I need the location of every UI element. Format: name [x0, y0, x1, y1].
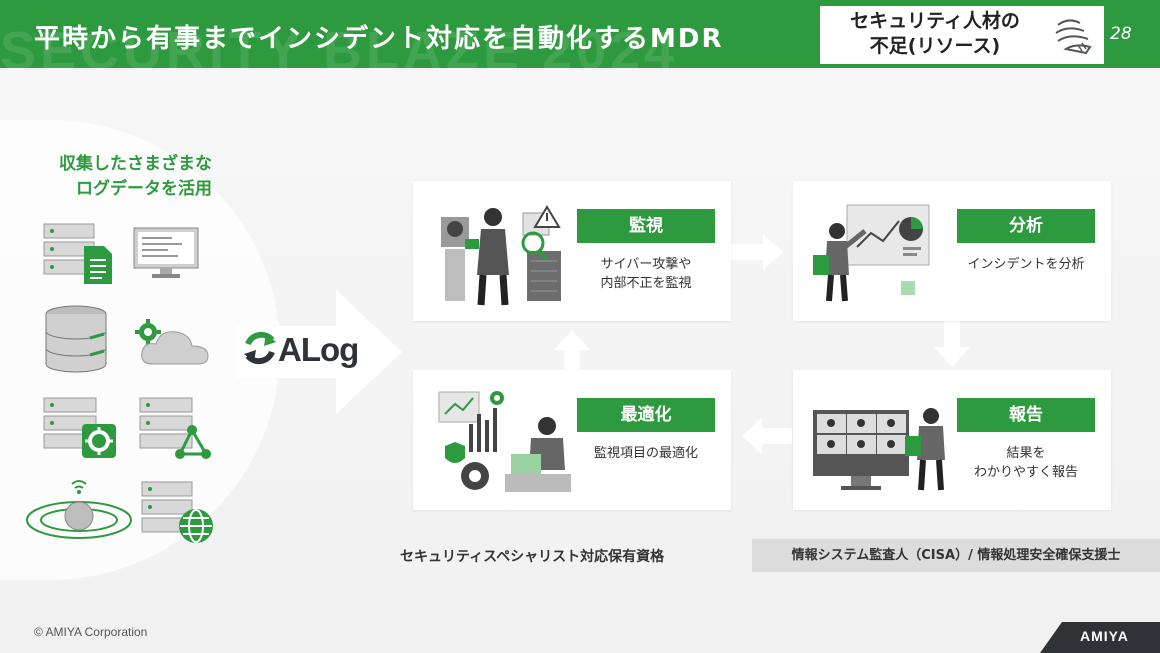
card-optimization: 最適化 監視項目の最適化: [413, 370, 731, 510]
card-desc-optimization-line-1: 監視項目の最適化: [593, 446, 698, 461]
arrow-down: [934, 321, 970, 367]
header-watermark: SECURITY BLAZE 2024: [0, 21, 679, 68]
log-data-heading: 収集したさまざまな ログデータを活用: [36, 152, 212, 202]
card-desc-analysis-line-1: インシデントを分析: [967, 257, 1085, 272]
card-analysis: 分析 インシデントを分析: [793, 181, 1111, 321]
issue-tag: セキュリティ人材の 不足(リソース): [820, 6, 1104, 64]
card-label-report: 報告: [957, 398, 1095, 432]
alog-recycle-icon: [244, 331, 276, 365]
card-label-monitoring: 監視: [577, 209, 715, 243]
card-desc-monitoring-line-1: サイバー攻撃や: [600, 257, 692, 272]
monitoring-operator-icon: [441, 205, 561, 306]
arrow-left: [742, 418, 792, 454]
issue-tag-line-2: 不足(リソース): [869, 35, 1001, 57]
card-monitoring: 監視 サイバー攻撃や 内部不正を監視: [413, 181, 731, 321]
server-network-icon: [139, 397, 211, 459]
brand-logo-text: AMIYA: [1080, 628, 1129, 644]
card-desc-report: 結果を わかりやすく報告: [957, 444, 1095, 482]
card-desc-monitoring-line-2: 内部不正を監視: [600, 276, 692, 291]
card-label-optimization: 最適化: [577, 398, 715, 432]
cloud-gear-icon: [135, 319, 209, 365]
log-data-heading-line-1: 収集したさまざまな: [59, 154, 212, 174]
page-number: 28: [1110, 24, 1132, 44]
server-globe-icon: [141, 481, 213, 543]
alog-logo-text: ALog: [278, 331, 359, 368]
arrow-right: [731, 234, 783, 270]
qualification-box: 情報システム監査人（CISA）/ 情報処理安全確保支援士: [752, 539, 1160, 572]
distress-face-icon: [1055, 19, 1092, 55]
monitor-icon: [133, 227, 199, 278]
card-label-analysis: 分析: [957, 209, 1095, 243]
qualification-label: セキュリティスペシャリスト対応保有資格: [400, 549, 665, 565]
copyright: © AMIYA Corporation: [34, 625, 148, 639]
arrow-up: [554, 330, 590, 372]
card-desc-report-line-2: わかりやすく報告: [973, 465, 1078, 480]
brand-badge: [1040, 622, 1160, 653]
optimization-engineer-icon: [438, 391, 571, 492]
flow-arrow-large: [236, 290, 402, 414]
qualification-value: 情報システム監査人（CISA）/ 情報処理安全確保支援士: [791, 548, 1121, 563]
card-desc-report-line-1: 結果を: [1006, 446, 1046, 461]
page-title: 平時から有事までインシデント対応を自動化するMDR: [34, 24, 724, 54]
card-desc-analysis: インシデントを分析: [957, 255, 1095, 274]
card-desc-optimization: 監視項目の最適化: [577, 444, 715, 463]
wireless-globe-icon: [26, 480, 132, 539]
log-data-heading-line-2: ログデータを活用: [76, 179, 212, 199]
server-gear-icon: [43, 397, 116, 458]
issue-tag-label: セキュリティ人材の 不足(リソース): [830, 9, 1040, 59]
issue-tag-line-1: セキュリティ人材の: [850, 10, 1020, 32]
card-report: 報告 結果を わかりやすく報告: [793, 370, 1111, 510]
database-icon: [45, 305, 107, 373]
card-desc-monitoring: サイバー攻撃や 内部不正を監視: [577, 255, 715, 293]
analyst-presentation-icon: [813, 204, 930, 302]
video-conference-report-icon: [813, 408, 945, 491]
server-document-icon: [43, 223, 112, 284]
